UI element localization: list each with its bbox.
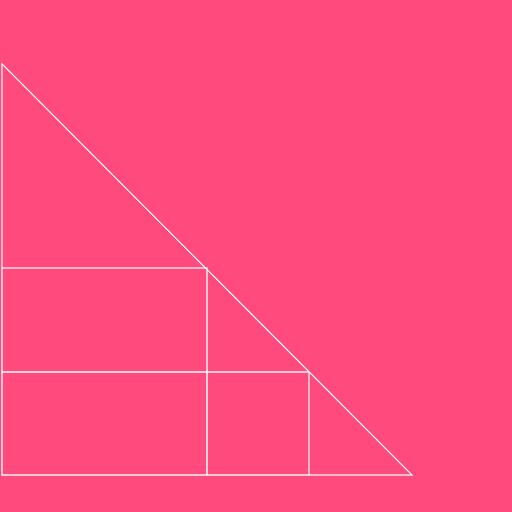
triangle-figure	[1, 62, 414, 476]
